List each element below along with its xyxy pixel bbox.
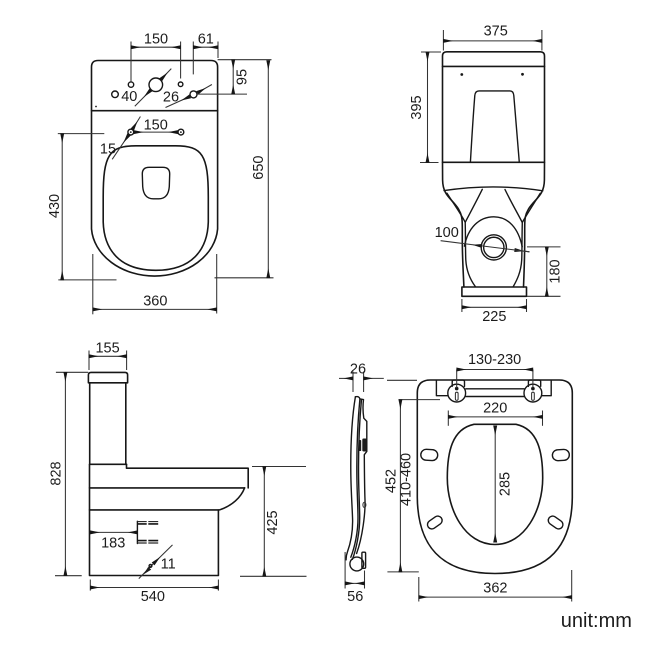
svg-text:540: 540 <box>141 589 165 605</box>
svg-text:362: 362 <box>483 581 507 597</box>
svg-text:150: 150 <box>144 117 168 133</box>
svg-text:100: 100 <box>435 225 459 241</box>
svg-text:56: 56 <box>347 589 363 605</box>
svg-text:95: 95 <box>234 69 250 85</box>
svg-text:650: 650 <box>251 155 267 179</box>
svg-text:395: 395 <box>409 95 425 119</box>
svg-text:183: 183 <box>101 535 125 551</box>
svg-text:15: 15 <box>100 141 116 157</box>
svg-text:425: 425 <box>265 510 281 534</box>
svg-text:220: 220 <box>483 401 507 417</box>
svg-text:375: 375 <box>484 24 508 40</box>
svg-text:61: 61 <box>198 31 214 47</box>
svg-text:unit:mm: unit:mm <box>561 610 632 632</box>
svg-text:410-460: 410-460 <box>399 453 415 506</box>
svg-text:130-230: 130-230 <box>468 352 521 368</box>
svg-text:26: 26 <box>350 361 366 377</box>
svg-text:285: 285 <box>498 472 514 496</box>
svg-text:155: 155 <box>95 340 119 356</box>
svg-text:430: 430 <box>47 194 63 218</box>
svg-text:26: 26 <box>163 90 179 106</box>
svg-text:180: 180 <box>548 259 564 283</box>
svg-text:150: 150 <box>144 31 168 47</box>
svg-text:360: 360 <box>143 293 167 309</box>
svg-text:452: 452 <box>384 469 400 493</box>
svg-text:40: 40 <box>121 89 137 105</box>
svg-text:828: 828 <box>48 461 64 485</box>
svg-text:11: 11 <box>161 556 176 572</box>
svg-text:225: 225 <box>482 309 506 325</box>
